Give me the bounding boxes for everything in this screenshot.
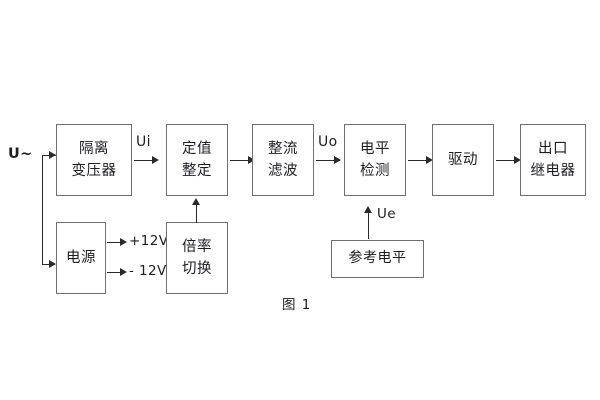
arrow-into-relay-icon (514, 156, 521, 164)
block-multiplier-switch-line-1: 倍率 (182, 238, 212, 255)
signal-label-ue: Ue (377, 206, 396, 222)
block-output-relay[interactable]: 出口 继电器 (520, 124, 586, 196)
line-drive-to-relay (496, 160, 518, 161)
arrow-into-level-up-icon (364, 206, 372, 213)
branch-line-transformer (42, 155, 54, 156)
arrow-into-setting-up-icon (192, 198, 200, 205)
block-multiplier-switch-line-2: 切换 (182, 261, 212, 277)
block-level-detection-line-1: 电平 (360, 140, 390, 157)
block-setting-value[interactable]: 定值 整定 (166, 124, 228, 196)
block-output-relay-line-2: 继电器 (530, 163, 576, 179)
block-isolation-transformer-line-2: 变压器 (71, 163, 117, 179)
line-level-to-drive (408, 160, 430, 161)
figure-caption: 图 1 (282, 297, 312, 313)
line-reference-to-level (368, 213, 369, 239)
line-setting-to-rectify (230, 160, 252, 161)
block-level-detection-line-2: 检测 (360, 163, 390, 179)
source-label-u-ac: U~ (8, 146, 33, 162)
arrow-into-power-supply-icon (49, 260, 56, 268)
line-rectify-to-level (316, 160, 340, 161)
line-transformer-to-setting (134, 160, 156, 161)
rail-label-plus-12v: +12V (129, 233, 169, 249)
arrow-rail-plus12v-icon (120, 238, 127, 246)
block-drive[interactable]: 驱动 (432, 124, 494, 196)
rail-label-minus-12v: - 12V (129, 263, 167, 279)
block-drive-line-1: 驱动 (448, 151, 478, 168)
branch-line-power-supply (42, 264, 55, 265)
block-rectify-filter[interactable]: 整流 滤波 (252, 124, 314, 196)
signal-label-ui: Ui (136, 134, 151, 150)
arrow-into-level-icon (334, 156, 341, 164)
signal-label-uo: Uo (318, 134, 338, 150)
line-multiplier-to-setting (196, 205, 197, 223)
block-reference-level-line-1: 参考电平 (348, 250, 407, 267)
arrow-into-transformer-icon (49, 151, 56, 159)
block-power-supply[interactable]: 电源 (56, 222, 106, 294)
block-level-detection[interactable]: 电平 检测 (344, 124, 406, 196)
block-isolation-transformer[interactable]: 隔离 变压器 (56, 124, 132, 196)
line-rail-plus12v (107, 242, 124, 243)
block-multiplier-switch[interactable]: 倍率 切换 (166, 222, 228, 294)
block-isolation-transformer-line-1: 隔离 (79, 140, 109, 157)
line-rail-minus12v (107, 272, 124, 273)
block-setting-value-line-2: 整定 (182, 163, 212, 179)
block-rectify-filter-line-2: 滤波 (268, 163, 298, 179)
block-reference-level[interactable]: 参考电平 (331, 240, 424, 278)
arrow-rail-minus12v-icon (120, 268, 127, 276)
block-rectify-filter-line-1: 整流 (268, 140, 298, 157)
block-setting-value-line-1: 定值 (182, 140, 212, 157)
block-power-supply-line-1: 电源 (66, 249, 96, 266)
block-output-relay-line-1: 出口 (538, 140, 568, 157)
source-bus-vertical (42, 155, 43, 265)
arrow-into-setting-icon (152, 156, 159, 164)
arrow-into-rectify-icon (248, 156, 255, 164)
arrow-into-drive-icon (426, 156, 433, 164)
